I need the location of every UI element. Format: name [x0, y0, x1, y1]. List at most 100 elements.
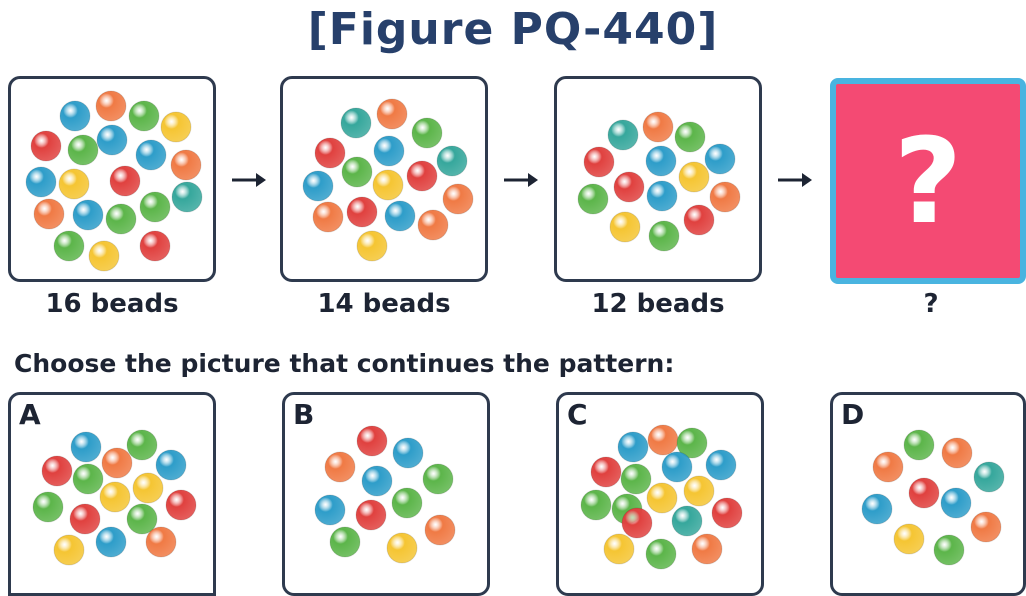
bead [607, 119, 639, 151]
bead [25, 166, 57, 198]
bead [583, 146, 615, 178]
bead [128, 100, 160, 132]
count-label-3: 12 beads [591, 289, 725, 319]
bead [96, 124, 128, 156]
bead [872, 451, 904, 483]
bead [341, 156, 373, 188]
option-c[interactable]: C [556, 392, 764, 596]
bead [340, 107, 372, 139]
count-label-unknown: ? [923, 289, 939, 319]
bead [132, 472, 164, 504]
bead [139, 191, 171, 223]
bead [442, 183, 474, 215]
bead [155, 449, 187, 481]
bead-cluster-3 [577, 111, 741, 252]
bead [411, 117, 443, 149]
arrow-right-icon [504, 173, 538, 187]
count-label-1: 16 beads [45, 289, 179, 319]
bead [933, 534, 965, 566]
bead [893, 523, 925, 555]
bead [372, 169, 404, 201]
option-d[interactable]: D [830, 392, 1026, 596]
bead [674, 121, 706, 153]
bead [683, 475, 715, 507]
bead [139, 230, 171, 262]
bead [69, 503, 101, 535]
bead [683, 204, 715, 236]
bead-cluster-d [861, 429, 1005, 566]
figure-title: [Figure PQ-440] [307, 4, 719, 55]
bead [95, 526, 127, 558]
count-label-2: 14 beads [317, 289, 451, 319]
bead [648, 220, 680, 252]
bead [58, 168, 90, 200]
bead [940, 487, 972, 519]
bead [661, 451, 693, 483]
bead-cluster-1 [25, 90, 203, 272]
bead [711, 497, 743, 529]
bead [620, 463, 652, 495]
bead [53, 230, 85, 262]
bead [941, 437, 973, 469]
bead [59, 100, 91, 132]
bead [406, 160, 438, 192]
bead [109, 165, 141, 197]
bead [617, 431, 649, 463]
question-prompt: Choose the picture that continues the pa… [14, 349, 675, 378]
bead-cluster-b [314, 425, 456, 564]
bead [970, 511, 1002, 543]
sequence-panel-1 [8, 76, 216, 282]
option-letter: A [19, 398, 41, 431]
bead [170, 149, 202, 181]
bead [609, 211, 641, 243]
bead [704, 143, 736, 175]
option-b[interactable]: B [282, 392, 490, 596]
bead [417, 209, 449, 241]
bead-cluster-a [32, 429, 197, 566]
bead [861, 493, 893, 525]
bead [973, 461, 1005, 493]
bead [126, 429, 158, 461]
bead [70, 431, 102, 463]
bead [160, 111, 192, 143]
unknown-panel: ? [830, 78, 1026, 284]
bead [645, 145, 677, 177]
question-mark-icon: ? [893, 112, 963, 250]
bead [67, 134, 99, 166]
bead [72, 199, 104, 231]
bead [577, 183, 609, 215]
bead [903, 429, 935, 461]
bead [373, 135, 405, 167]
bead [314, 137, 346, 169]
bead [590, 456, 622, 488]
bead [171, 181, 203, 213]
bead [645, 538, 677, 570]
sequence-panel-2 [280, 76, 488, 282]
bead [705, 449, 737, 481]
arrow-right-icon [232, 173, 266, 187]
bead [678, 161, 710, 193]
bead [392, 437, 424, 469]
bead [642, 111, 674, 143]
bead [646, 482, 678, 514]
bead [32, 491, 64, 523]
option-letter: C [567, 398, 588, 431]
bead [580, 489, 612, 521]
bead [53, 534, 85, 566]
bead [603, 533, 635, 565]
bead [302, 170, 334, 202]
option-letter: D [841, 398, 865, 431]
bead [30, 130, 62, 162]
option-a[interactable]: A [8, 392, 216, 596]
bead [384, 200, 416, 232]
bead [126, 503, 158, 535]
bead [41, 455, 73, 487]
bead [356, 425, 388, 457]
bead [376, 98, 408, 130]
bead [324, 451, 356, 483]
bead [709, 181, 741, 213]
bead [72, 463, 104, 495]
bead [95, 90, 127, 122]
bead [908, 477, 940, 509]
bead [691, 533, 723, 565]
